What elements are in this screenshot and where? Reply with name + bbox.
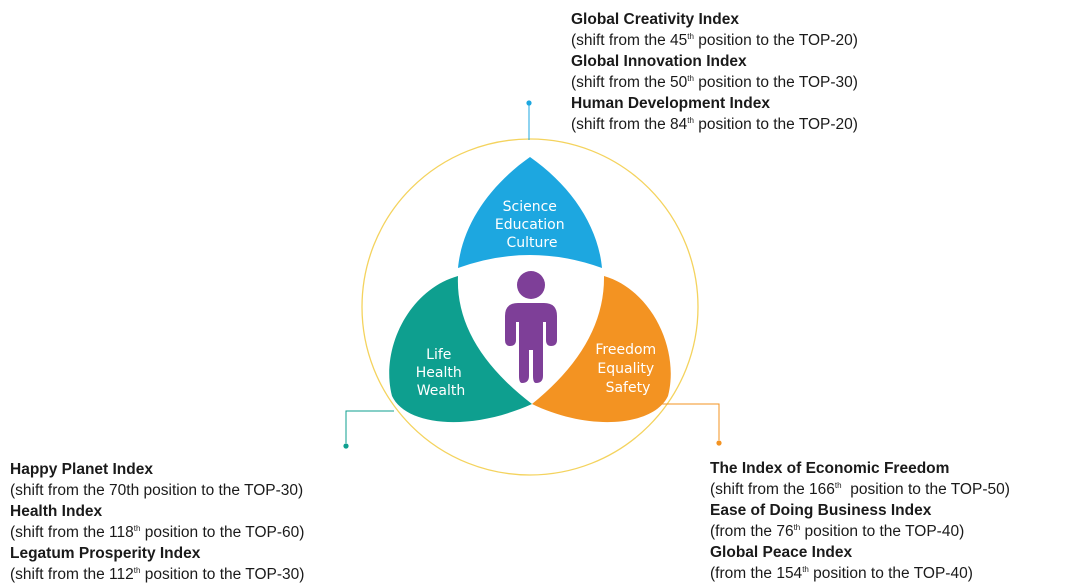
freedom-word-1: Freedom (595, 342, 656, 358)
ordinal-suffix: th (133, 523, 141, 533)
index-title: Legatum Prosperity Index (10, 545, 201, 562)
index-shift: (shift from the 112th position to the TO… (10, 564, 304, 585)
ordinal-suffix: th (834, 480, 842, 490)
connector-left (343, 410, 394, 449)
index-title: Global Innovation Index (571, 53, 747, 70)
petal-freedom-label: Freedom Equality Safety (595, 342, 660, 396)
left-item-3: Legatum Prosperity Index (shift from the… (10, 543, 304, 585)
life-word-2: Health (416, 365, 462, 381)
index-shift: (from the 154th position to the TOP-40) (710, 563, 1010, 584)
shift-text: (from the 154 (710, 565, 803, 582)
petal-life-label: Life Health Wealth (416, 347, 466, 399)
top-item-3: Human Development Index (shift from the … (571, 93, 858, 135)
shift-text-end: position to the TOP-40) (808, 565, 973, 582)
petal-science (458, 157, 602, 268)
freedom-word-3: Safety (606, 380, 651, 396)
left-item-1: Happy Planet Index (shift from the 70th … (10, 459, 304, 501)
life-word-3: Wealth (417, 383, 465, 399)
shift-text: (shift from the 84 (571, 116, 688, 133)
right-item-1: The Index of Economic Freedom (shift fro… (710, 458, 1010, 500)
science-word-1: Science (503, 199, 557, 215)
life-word-1: Life (426, 347, 451, 363)
shift-text: (from the 76 (710, 523, 794, 540)
shift-text: (shift from the 112 (10, 566, 134, 583)
left-item-2: Health Index (shift from the 118th posit… (10, 501, 304, 543)
index-shift: (shift from the 118th position to the TO… (10, 522, 304, 543)
shift-text-end: position to the TOP-30) (140, 566, 305, 583)
ordinal-suffix: th (802, 564, 809, 574)
index-title: Human Development Index (571, 95, 770, 112)
petal-science-label: Science Education Culture (495, 199, 569, 251)
index-shift: (shift from the 50th position to the TOP… (571, 72, 858, 93)
connector-top (526, 100, 532, 140)
shift-text-end: position to the TOP-20) (693, 116, 858, 133)
person-icon (505, 271, 557, 383)
petal-life (389, 276, 532, 423)
index-title: Global Peace Index (710, 544, 853, 561)
shift-text-end: position to the TOP-60) (140, 524, 305, 541)
petal-freedom (532, 276, 671, 423)
freedom-word-2: Equality (597, 361, 654, 377)
connector-right (654, 403, 722, 446)
right-item-2: Ease of Doing Business Index (from the 7… (710, 500, 1010, 542)
ordinal-suffix: th (687, 31, 694, 41)
shift-text: (shift from the 50 (571, 74, 688, 91)
shift-text: (shift from the 118 (10, 524, 134, 541)
top-item-2: Global Innovation Index (shift from the … (571, 51, 858, 93)
right-item-3: Global Peace Index (from the 154th posit… (710, 542, 1010, 584)
index-title: Ease of Doing Business Index (710, 502, 932, 519)
ordinal-suffix: th (687, 115, 694, 125)
science-word-2: Education (495, 217, 565, 233)
index-shift: (from the 76th position to the TOP-40) (710, 521, 1010, 542)
index-shift: (shift from the 70th position to the TOP… (10, 480, 304, 501)
index-title: The Index of Economic Freedom (710, 460, 950, 477)
index-shift: (shift from the 166th position to the TO… (710, 479, 1010, 500)
index-title: Global Creativity Index (571, 11, 739, 28)
index-shift: (shift from the 84th position to the TOP… (571, 114, 858, 135)
shift-text-end: position to the TOP-30) (693, 74, 858, 91)
shift-text: (shift from the 166 (710, 481, 835, 498)
shift-text: (shift from the 70th position to the TOP… (10, 482, 304, 499)
shift-text-end: position to the TOP-20) (693, 32, 858, 49)
top-index-list: Global Creativity Index (shift from the … (571, 9, 858, 135)
index-title: Happy Planet Index (10, 461, 153, 478)
index-title: Health Index (10, 503, 103, 520)
left-index-list: Happy Planet Index (shift from the 70th … (10, 459, 304, 585)
science-word-3: Culture (507, 235, 558, 251)
shift-text-end: position to the TOP-50) (841, 481, 1010, 498)
index-shift: (shift from the 45th position to the TOP… (571, 30, 858, 51)
ordinal-suffix: th (133, 565, 141, 575)
ordinal-suffix: th (793, 522, 801, 532)
right-index-list: The Index of Economic Freedom (shift fro… (710, 458, 1010, 584)
top-item-1: Global Creativity Index (shift from the … (571, 9, 858, 51)
shift-text: (shift from the 45 (571, 32, 688, 49)
shift-text-end: position to the TOP-40) (800, 523, 965, 540)
outer-circle (361, 138, 699, 476)
ordinal-suffix: th (687, 73, 694, 83)
